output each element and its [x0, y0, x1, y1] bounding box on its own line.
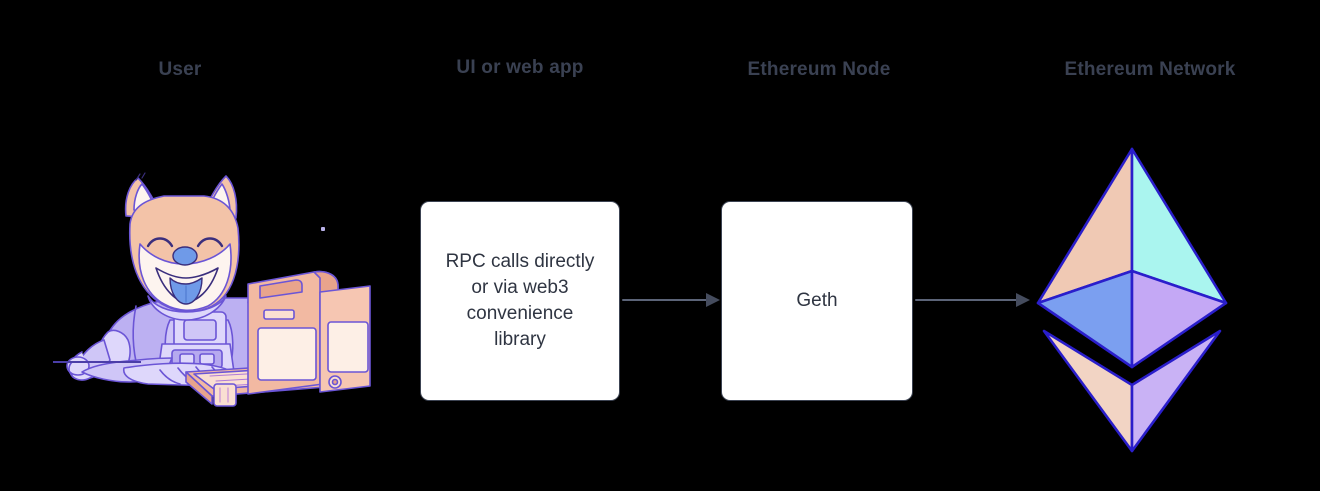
- arrow-head: [706, 293, 720, 307]
- node-geth-label: Geth: [796, 290, 838, 311]
- arrow-node-to-network: [915, 293, 1030, 307]
- speck-dot: [321, 227, 325, 231]
- desk-line: [53, 361, 141, 363]
- column-title-ui-web-app: UI or web app: [456, 57, 584, 78]
- column-title-ethereum-network: Ethereum Network: [1064, 59, 1236, 80]
- column-title-user: User: [158, 59, 202, 80]
- arrow-head: [1016, 293, 1030, 307]
- arrow-shaft: [622, 299, 708, 301]
- user-dog-computer-illustration: [52, 172, 372, 407]
- ethereum-diamond-logo: [1032, 145, 1232, 455]
- node-geth-box[interactable]: Geth: [721, 201, 913, 401]
- arrow-webapp-to-node: [622, 293, 720, 307]
- node-rpc-calls-box[interactable]: RPC calls directly or via web3 convenien…: [420, 201, 620, 401]
- column-title-ethereum-node: Ethereum Node: [747, 59, 891, 80]
- node-rpc-calls-label: RPC calls directly or via web3 convenien…: [445, 251, 595, 350]
- arrow-shaft: [915, 299, 1018, 301]
